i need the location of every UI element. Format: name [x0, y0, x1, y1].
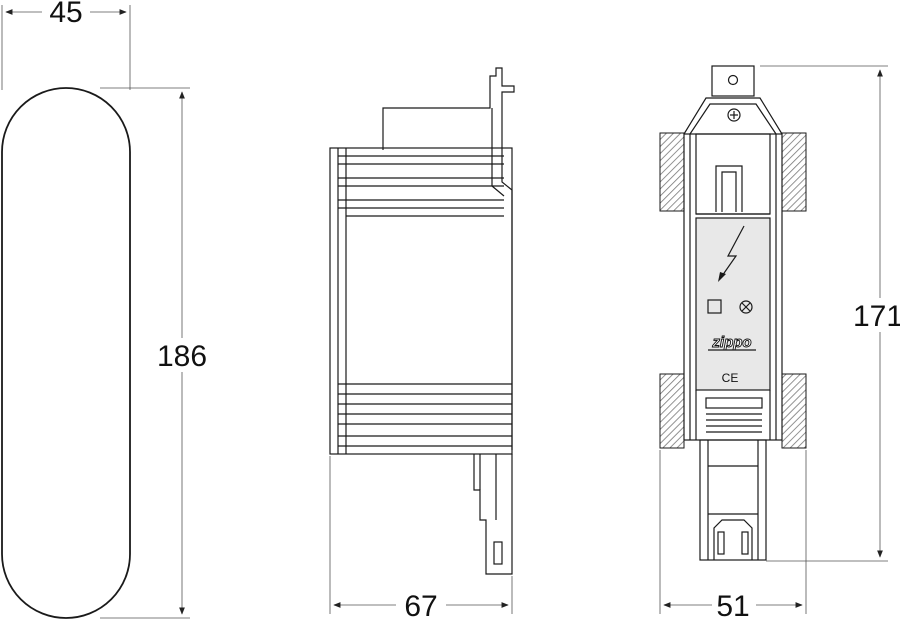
lightning-warning-icon [718, 225, 745, 282]
width-dimension-middle: 67 [404, 590, 437, 623]
height-dimension-right: 171 [853, 300, 900, 333]
front-label-panel [695, 217, 771, 391]
width-dimension-left: 45 [49, 0, 82, 29]
din-rail-lower-left [659, 373, 685, 449]
front-cover-outline [1, 87, 131, 619]
side-view: 67 [329, 67, 515, 623]
side-bottom-connector [473, 454, 513, 575]
front-view: 45 186 [1, 0, 212, 619]
socket-slot [715, 165, 743, 212]
lamp-indicator-icon [739, 300, 753, 314]
height-dimension-left: 186 [157, 340, 207, 373]
brand-logo: zippo [711, 334, 751, 351]
square-indicator-icon [707, 299, 722, 314]
din-rail-lower-right [781, 373, 807, 449]
side-body-outline [329, 147, 513, 455]
ce-mark: CE [722, 371, 739, 385]
lower-ribs [338, 383, 512, 447]
width-dimension-right: 51 [716, 590, 749, 623]
bottom-plug [699, 439, 767, 561]
din-rail-upper-left [659, 132, 685, 212]
upper-ribs [338, 155, 504, 217]
din-rail-view: zippo CE 171 [659, 65, 900, 623]
din-rail-upper-right [781, 132, 807, 212]
screw-icon [727, 108, 741, 122]
